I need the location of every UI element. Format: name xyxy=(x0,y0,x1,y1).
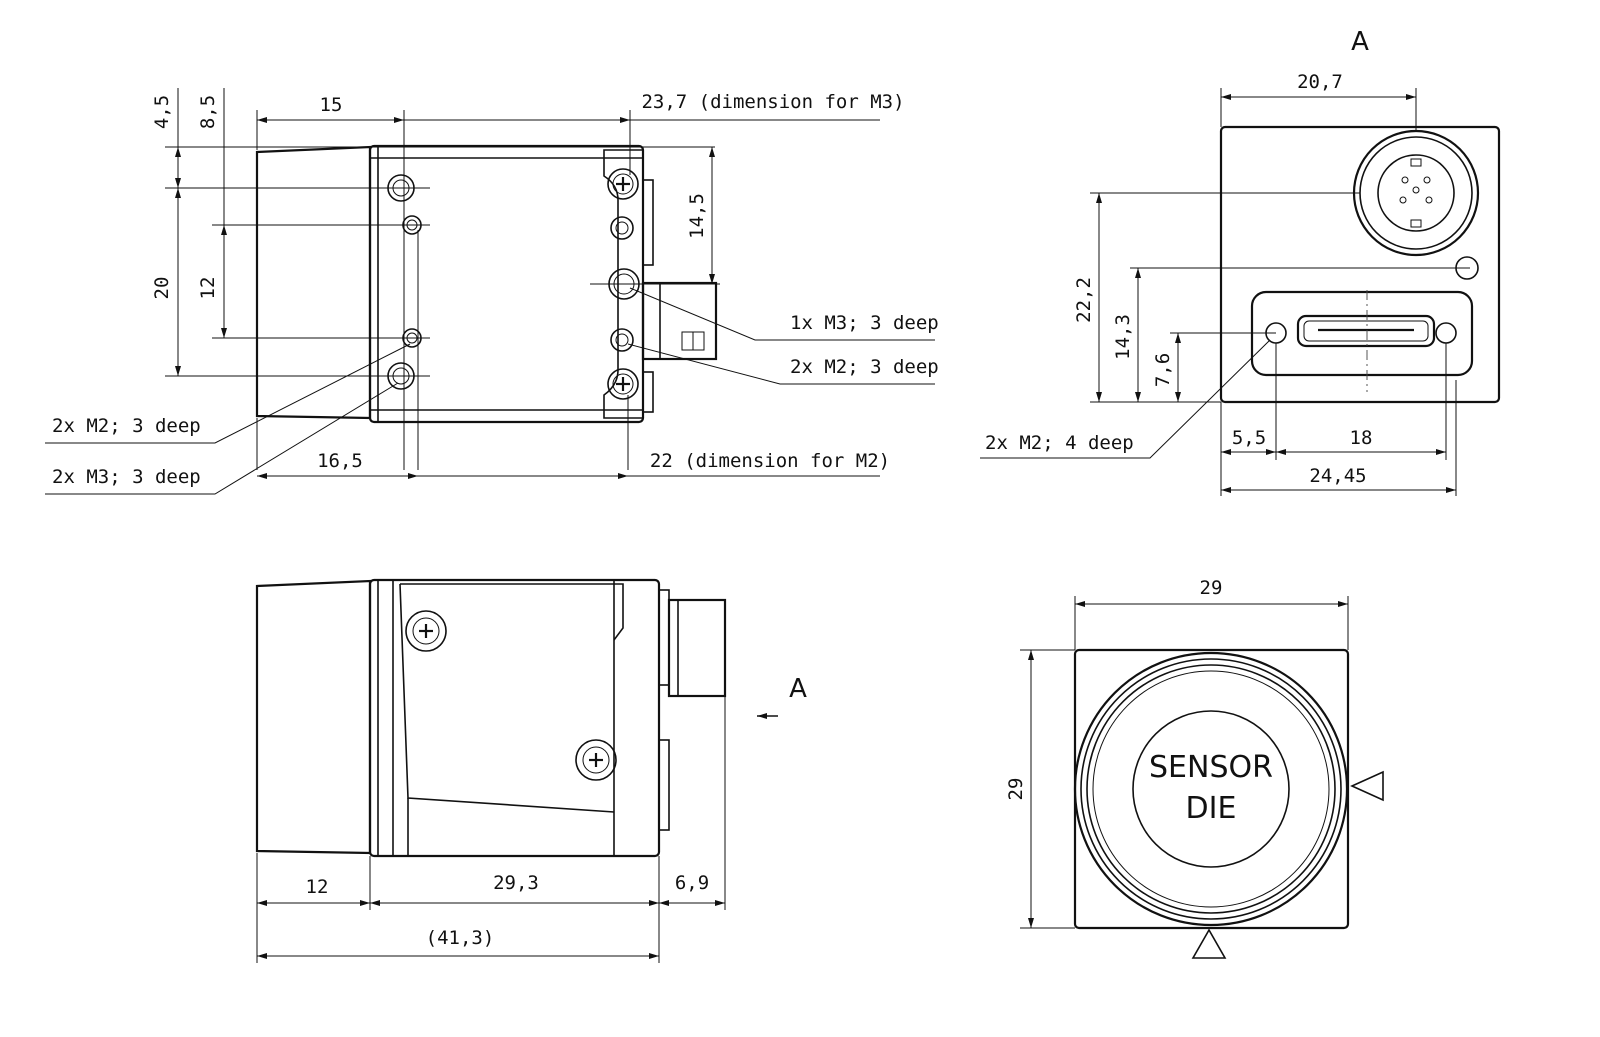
dim-20: 20 xyxy=(151,277,173,300)
rear-view: A 20,7 22,2 14,3 7,6 5,5 18 24,45 2x M2;… xyxy=(980,27,1501,496)
side-arrow-letter: A xyxy=(789,674,807,704)
side-body xyxy=(368,578,661,858)
dim-12-side: 12 xyxy=(306,876,329,898)
dim-22: 22 (dimension for M2) xyxy=(650,450,890,472)
callout-m2-right: 2x M2; 3 deep xyxy=(790,356,939,378)
dim-29-3: 29,3 xyxy=(493,872,539,894)
dim-12-top: 12 xyxy=(197,277,219,300)
side-screw-upper xyxy=(405,610,447,652)
round-connector xyxy=(1352,129,1480,257)
rear-view-letter: A xyxy=(1351,27,1369,57)
dim-14-3: 14,3 xyxy=(1112,314,1134,360)
side-view: A 12 29,3 6,9 (41,3) xyxy=(255,578,807,963)
dim-16-5: 16,5 xyxy=(317,450,363,472)
top-screw-upper xyxy=(607,168,639,200)
dim-20-7: 20,7 xyxy=(1297,71,1343,93)
top-m2-hole-right-lower xyxy=(610,328,634,352)
callout-m2-4deep: 2x M2; 4 deep xyxy=(985,432,1134,454)
dim-24-45: 24,45 xyxy=(1309,465,1366,487)
callout-m3-right: 1x M3; 3 deep xyxy=(790,312,939,334)
usb-port xyxy=(1296,314,1436,348)
dim-front-width: 29 xyxy=(1200,577,1223,599)
front-lens xyxy=(1073,651,1349,927)
callout-m3-left: 2x M3; 3 deep xyxy=(52,466,201,488)
top-view: 4,5 8,5 15 23,7 (dimension for M3) 14,5 … xyxy=(45,88,939,495)
top-m2-hole-right-upper xyxy=(610,216,634,240)
dim-4-5: 4,5 xyxy=(151,95,173,129)
dim-5-5: 5,5 xyxy=(1232,427,1266,449)
side-lens xyxy=(255,579,372,855)
front-view: SENSOR DIE 29 29 xyxy=(1005,577,1384,959)
dim-41-3: (41,3) xyxy=(426,927,495,949)
front-marker-bottom xyxy=(1191,928,1227,959)
callout-m2-left: 2x M2; 3 deep xyxy=(52,415,201,437)
top-screw-lower xyxy=(607,368,639,400)
sensor-label-line1: SENSOR xyxy=(1149,750,1273,785)
dim-front-height: 29 xyxy=(1005,778,1027,801)
dim-22-2: 22,2 xyxy=(1073,277,1095,323)
sensor-label-line2: DIE xyxy=(1186,791,1237,826)
top-connector xyxy=(641,281,718,361)
dim-15: 15 xyxy=(320,94,343,116)
front-marker-right xyxy=(1350,770,1384,802)
side-connector xyxy=(667,598,727,698)
rear-m2-hole-right xyxy=(1435,322,1457,344)
dim-6-9: 6,9 xyxy=(675,872,709,894)
dim-18: 18 xyxy=(1350,427,1373,449)
dim-23-7: 23,7 (dimension for M3) xyxy=(641,91,904,113)
side-screw-lower xyxy=(575,739,617,781)
rear-body xyxy=(1219,125,1501,404)
dim-7-6: 7,6 xyxy=(1152,353,1174,387)
dim-8-5: 8,5 xyxy=(197,95,219,129)
usb-panel xyxy=(1250,290,1474,377)
dim-14-5: 14,5 xyxy=(686,193,708,239)
